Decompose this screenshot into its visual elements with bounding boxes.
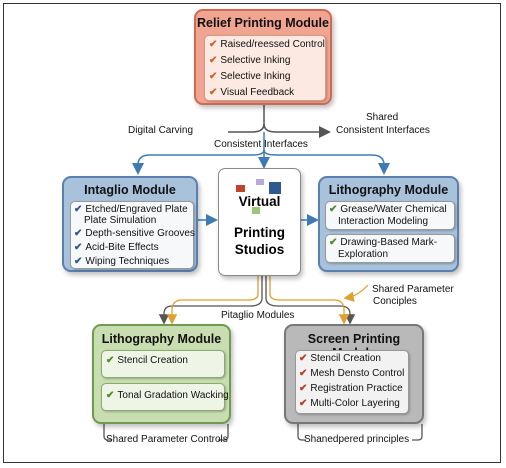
arrow-to-lithography-top [263, 149, 390, 175]
check-icon: ✔ [209, 87, 218, 98]
digital-carving-branch [228, 123, 265, 133]
screen-items-panel: ✔Stencil Creation ✔Mesh Densto Control ✔… [295, 350, 409, 414]
shared-param-arrow [343, 284, 369, 302]
screen-printing-module: Screen Printing Module ✔Stencil Creation… [284, 324, 424, 424]
screen-item: ✔Registration Practice [299, 383, 403, 394]
check-icon: ✔ [209, 39, 218, 50]
center-down-orange-right [269, 276, 350, 325]
litho-top-item-1-line1: ✔Grease/Water Chemical [329, 204, 447, 215]
litho-bottom-item-2: ✔Tonal Gradation Wacking [101, 383, 229, 411]
relief-item: ✔Selective Inking [209, 55, 291, 66]
center-title-1: Virtual [238, 194, 281, 209]
label-shared-parameter: Shared Parameter [372, 284, 454, 295]
left-bottom-bracket [103, 424, 229, 441]
check-icon: ✔ [329, 204, 338, 215]
check-icon: ✔ [106, 355, 115, 366]
litho-bottom-title: Lithography Module [101, 332, 222, 346]
litho-top-item-1: ✔Grease/Water Chemical Interaction Model… [325, 201, 455, 230]
center-title-2: Printing [234, 225, 285, 240]
check-icon: ✔ [209, 71, 218, 82]
relief-item: ✔Visual Feedback [209, 87, 295, 98]
relief-item: ✔Raised/reessed Control [209, 39, 325, 50]
logo-blue-square [269, 182, 281, 194]
intaglio-module: Intaglio Module ✔Etched/Engraved Plate P… [62, 176, 198, 272]
intaglio-items-panel: ✔Etched/Engraved Plate Plate Simulation … [70, 201, 195, 269]
litho-top-item-1-line2: Interaction Modeling [338, 216, 429, 227]
relief-items-panel: ✔Raised/reessed Control ✔Selective Inkin… [204, 35, 326, 101]
relief-printing-module: Relief Printing Module ✔Raised/reessed C… [194, 9, 332, 105]
label-digital-carving: Digital Carving [128, 125, 194, 136]
litho-top-item-2: ✔Drawing-Based Mark- Exploration [325, 234, 455, 263]
shared-branch-arrow [263, 123, 331, 138]
center-down-gray [158, 276, 263, 325]
screen-item: ✔Multi-Color Layering [299, 398, 400, 409]
check-icon: ✔ [299, 398, 308, 409]
label-pitaglio-modules: Pitaglio Modules [221, 310, 295, 321]
check-icon: ✔ [74, 242, 83, 253]
intaglio-item: Plate Simulation [84, 215, 157, 226]
relief-item: ✔Selective Inking [209, 71, 291, 82]
label-conciples: Conciples [373, 296, 417, 307]
label-shared-top-2: Consistent Interfaces [336, 125, 430, 136]
check-icon: ✔ [299, 368, 308, 379]
intaglio-item: ✔Acid-Bite Effects [74, 242, 159, 253]
label-shanedpered-principles: Shanedpered principles [304, 434, 410, 445]
check-icon: ✔ [299, 383, 308, 394]
logo-lilac-square [256, 179, 264, 185]
litho-top-item-2-line1: ✔Drawing-Based Mark- [329, 237, 438, 248]
litho-bottom-item-1: ✔Stencil Creation [101, 350, 225, 378]
lithography-module-bottom: Lithography Module ✔Stencil Creation ✔To… [92, 324, 231, 424]
check-icon: ✔ [74, 204, 83, 215]
lithography-module-top: Lithography Module ✔Grease/Water Chemica… [318, 176, 459, 272]
intaglio-title: Intaglio Module [84, 183, 176, 197]
intaglio-item: ✔Wiping Techniques [74, 256, 170, 267]
screen-item: ✔Stencil Creation [299, 353, 381, 364]
litho-bottom-item-2-text: ✔Tonal Gradation Wacking [106, 390, 229, 401]
right-bottom-bracket [297, 424, 423, 441]
center-down-orange [166, 276, 259, 325]
intaglio-item: ✔Depth-sensitive Grooves [74, 228, 195, 239]
litho-bottom-item-1-text: ✔Stencil Creation [106, 355, 188, 366]
check-icon: ✔ [74, 256, 83, 267]
logo-red-square [236, 185, 245, 192]
center-title-3: Studios [234, 242, 285, 257]
check-icon: ✔ [106, 390, 115, 401]
outer-frame [3, 3, 501, 463]
label-consistent-interfaces: Consistent Interfaces [214, 139, 308, 150]
litho-top-item-2-line2: Exploration [338, 249, 389, 260]
litho-top-title: Lithography Module [328, 183, 449, 197]
label-shared-top: Shared [366, 112, 399, 123]
check-icon: ✔ [74, 228, 83, 239]
logo-green-square [252, 207, 260, 214]
intaglio-item: ✔Etched/Engraved Plate [74, 204, 188, 215]
label-shared-parameter-controls: Shared Parameter Controls [106, 434, 228, 445]
virtual-printing-studios: Virtual Printing Studios [218, 168, 301, 276]
check-icon: ✔ [209, 55, 218, 66]
center-down-gray-right [265, 276, 356, 325]
check-icon: ✔ [329, 237, 338, 248]
check-icon: ✔ [299, 353, 308, 364]
arrow-to-intaglio [132, 149, 265, 175]
relief-title: Relief Printing Module [197, 16, 329, 30]
screen-item: ✔Mesh Densto Control [299, 368, 405, 379]
